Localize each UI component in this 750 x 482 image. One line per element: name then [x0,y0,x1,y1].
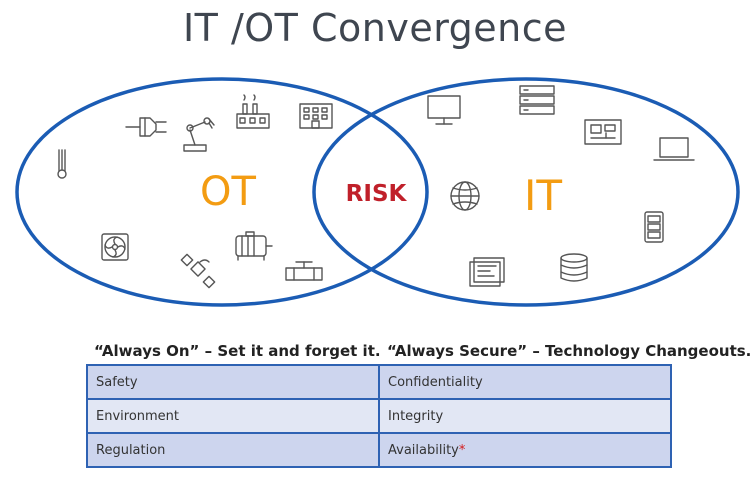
fan-icon [101,233,129,261]
ot-label: OT [200,169,256,215]
table-row: Regulation Availability* [86,432,672,468]
ot-cell: Environment [86,398,380,434]
ot-circle [15,77,429,307]
it-cell: Integrity [378,398,672,434]
valve-icon [285,261,323,281]
it-cell-availability: Availability* [378,432,672,468]
building-icon [299,103,333,129]
motor-icon [235,231,273,261]
globe-icon [450,181,480,211]
page-title: IT /OT Convergence [182,6,568,50]
it-circle [312,77,740,307]
it-label: IT [524,171,562,220]
it-column-heading: “Always Secure” – Technology Changeouts. [387,342,750,360]
ot-cell: Regulation [86,432,380,468]
robot-arm-icon [183,117,215,152]
it-cell: Confidentiality [378,364,672,400]
ot-column-heading: “Always On” – Set it and forget it. [94,342,381,360]
table-row: Safety Confidentiality [86,364,672,400]
venn-diagram: OT IT RISK [15,77,740,307]
satellite-icon [180,253,216,289]
plug-icon [125,117,167,137]
server-rack-icon [519,85,555,115]
database-icon [560,253,588,282]
dashboard-icon [469,257,505,287]
thermometer-icon [57,149,67,179]
comparison-table: Safety Confidentiality Environment Integ… [86,364,672,468]
circuit-board-icon [584,119,622,145]
storage-unit-icon [644,211,664,243]
monitor-icon [427,95,461,125]
factory-icon [236,94,270,129]
risk-label: RISK [346,181,408,207]
table-row: Environment Integrity [86,398,672,434]
ot-cell: Safety [86,364,380,400]
availability-text: Availability [388,442,459,458]
laptop-icon [653,137,695,161]
asterisk-mark: * [458,442,466,458]
